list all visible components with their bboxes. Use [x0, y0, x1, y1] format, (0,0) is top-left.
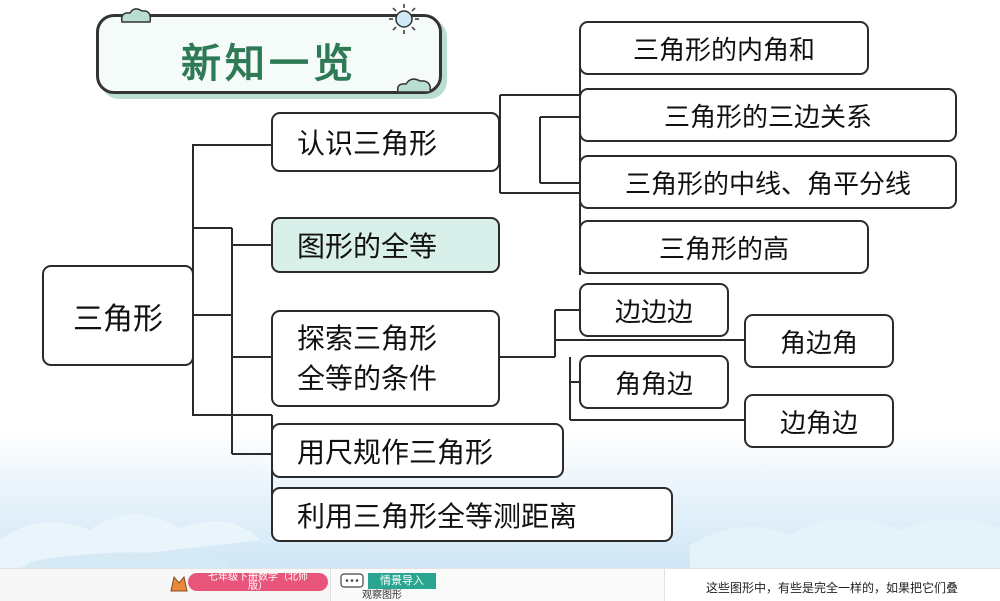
course-line1: 七年级下册数学（北师 — [208, 573, 308, 583]
branch-label: 用尺规作三角形 — [297, 435, 494, 469]
cloud-icon-small — [396, 78, 432, 93]
branch-label-line1: 探索三角形 — [297, 321, 438, 355]
leaf-label: 角边角 — [779, 328, 858, 359]
leaf-median-bisector: 三角形的中线、角平分线 — [579, 155, 957, 209]
leaf-altitude: 三角形的高 — [579, 220, 869, 274]
fox-icon — [170, 575, 188, 592]
branch-label: 认识三角形 — [297, 127, 438, 160]
course-pill: 七年级下册数学（北师 版） — [188, 573, 328, 591]
branch-label: 利用三角形全等测距离 — [297, 499, 578, 533]
page-title: 新知一览 — [181, 40, 357, 87]
leaf-aas: 角角边 — [579, 355, 729, 409]
cloud-icon — [120, 8, 152, 23]
title-badge: 新知一览 — [96, 14, 442, 94]
section-tag: 情景导入 — [368, 573, 436, 589]
leaf-label: 三角形的内角和 — [632, 35, 815, 66]
branch-node-congruence-conditions: 探索三角形 全等的条件 — [271, 310, 500, 407]
branch-node-congruent-figures: 图形的全等 — [271, 217, 500, 273]
section-subtitle: 观察图形 — [362, 590, 402, 601]
leaf-label: 边边边 — [614, 297, 693, 328]
slide-thumbnail-strip: 七年级下册数学（北师 版） 情景导入 观察图形 这些图形中，有些是完全一样的，如… — [0, 568, 1000, 601]
leaf-asa: 角边角 — [744, 314, 894, 368]
leaf-interior-angle-sum: 三角形的内角和 — [579, 21, 869, 75]
branch-node-construct-triangle: 用尺规作三角形 — [271, 423, 564, 478]
leaf-label: 三角形的三边关系 — [663, 102, 872, 133]
leaf-three-side-relation: 三角形的三边关系 — [579, 88, 957, 142]
leaf-label: 边角边 — [779, 408, 858, 439]
leaf-label: 三角形的中线、角平分线 — [624, 169, 911, 200]
thumbnail-3-text: 这些图形中，有些是完全一样的，如果把它们叠 — [706, 581, 959, 595]
course-line2: 版） — [248, 581, 268, 592]
leaf-label: 三角形的高 — [658, 234, 789, 265]
thumbnail-3[interactable] — [666, 569, 1000, 601]
chat-icon — [340, 573, 364, 588]
cloud-band — [0, 514, 1000, 570]
sun-icon — [389, 4, 419, 34]
branch-label: 图形的全等 — [297, 230, 438, 263]
leaf-sss: 边边边 — [579, 283, 729, 337]
branch-label-line2: 全等的条件 — [297, 361, 438, 395]
leaf-label: 角角边 — [614, 369, 693, 400]
branch-node-recognize-triangle: 认识三角形 — [271, 112, 500, 172]
branch-node-measure-distance: 利用三角形全等测距离 — [271, 487, 673, 542]
root-label: 三角形 — [73, 301, 163, 337]
leaf-sas: 边角边 — [744, 394, 894, 448]
root-node: 三角形 — [42, 265, 194, 366]
